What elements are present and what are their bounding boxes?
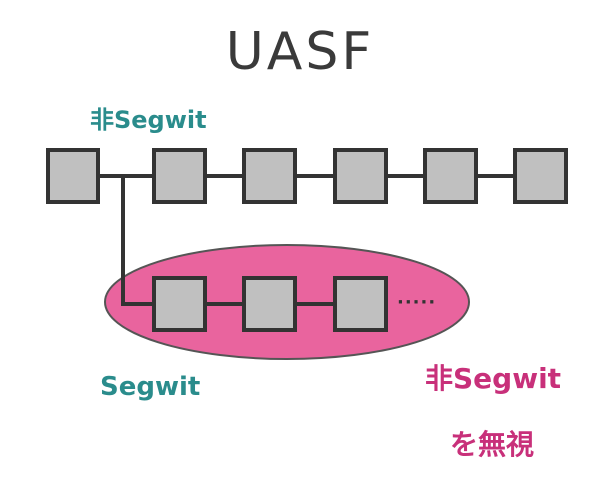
main-block-5 — [423, 148, 478, 204]
main-block-2 — [152, 148, 207, 204]
fork-chain-blocks — [152, 276, 388, 332]
fork-branch-line — [121, 176, 154, 306]
fork-block-1 — [152, 276, 207, 332]
main-block-4 — [333, 148, 388, 204]
ignore-note-line2: を無視 — [450, 428, 535, 461]
fork-chain-label: Segwit — [100, 372, 201, 402]
diagram-title: UASF — [225, 22, 375, 82]
ignore-note-line1: 非Segwit — [425, 362, 562, 395]
main-block-3 — [242, 148, 297, 204]
main-chain-blocks — [46, 148, 568, 204]
fork-more-indicator: ····· — [397, 292, 436, 313]
main-block-1 — [46, 148, 100, 204]
fork-block-3 — [333, 276, 388, 332]
main-chain-label: 非Segwit — [90, 106, 207, 134]
main-block-6 — [513, 148, 568, 204]
fork-block-2 — [242, 276, 297, 332]
